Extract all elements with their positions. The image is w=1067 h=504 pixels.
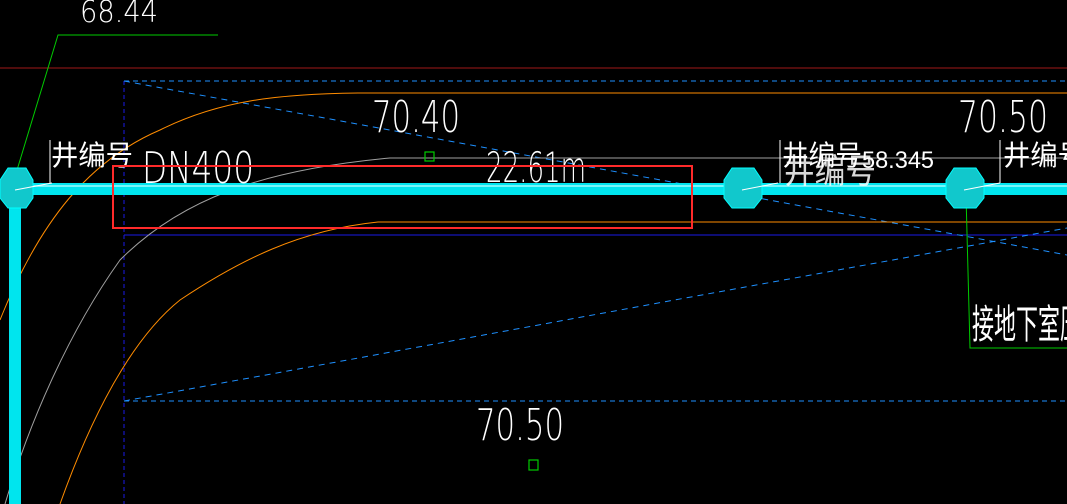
label-leader-2 [741,182,779,191]
pipe-length-label: 22.61m [486,143,586,192]
green-leader-line-top [13,34,218,181]
level-marker-upper [424,151,435,162]
selection-highlight-box[interactable] [112,165,693,229]
pipe-vertical[interactable] [9,190,21,504]
gray-contour-middle [4,157,1067,504]
well-number-label-2: 井编号 [782,140,862,171]
manhole-node-right[interactable] [945,167,985,209]
orange-contour-lower [59,221,1067,504]
orange-contour-upper [0,92,1067,321]
basement-connection-note: 接地下室压 [972,302,1067,348]
overlap-elevation-label: 58.345 [862,147,934,174]
manhole-node-middle[interactable] [723,167,763,209]
manhole-middle-shape [723,167,763,209]
manhole-right-shape [945,167,985,209]
manhole-node-left[interactable] [0,167,34,209]
label-leader-1 [14,182,53,191]
dashed-diagonal-up [123,227,1067,402]
level-marker-lower [528,459,539,471]
manhole-left-shape [0,167,34,209]
bottom-elevation-label: 70.50 [476,400,564,451]
well-number-overlap-label: 井编号 [784,152,876,192]
label-leader-3 [963,182,1001,191]
right-elevation-label: 70.50 [958,92,1048,143]
left-elevation-label: 70.40 [372,92,460,143]
green-leader-line-right [965,194,1067,349]
pipe-diameter-label: DN400 [142,143,254,194]
well-number-label-3: 井编号 [1003,140,1067,171]
top-elevation-label: 68.44 [80,0,158,30]
dashed-diagonal-down [123,80,1067,256]
